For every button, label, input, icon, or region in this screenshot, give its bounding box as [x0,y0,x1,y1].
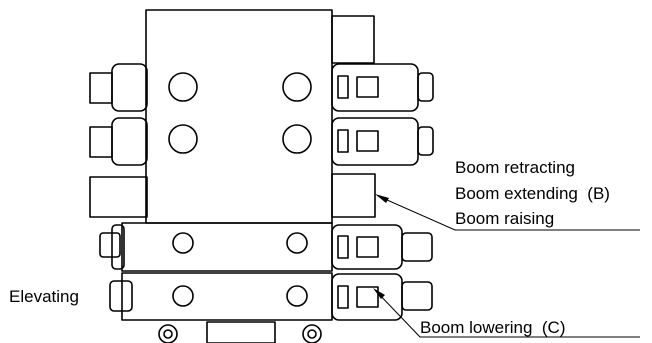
valve-section-3 [99,222,433,272]
leader-boom-lowering [373,288,640,338]
label-boom-retracting: Boom retracting [455,158,575,177]
label-boom-extending: Boom extending (B) [455,184,610,203]
valve-section-2 [89,117,434,166]
label-boom-lowering: Boom lowering (C) [420,318,566,337]
label-elevating: Elevating [9,287,79,306]
valve-main-body [145,9,375,224]
label-boom-raising: Boom raising [455,209,554,228]
valve-base [158,321,322,343]
valve-section-4 [109,272,433,321]
valve-section-1 [89,63,434,112]
valve-section-plate [89,173,376,218]
leader-boom-extending [375,194,640,231]
